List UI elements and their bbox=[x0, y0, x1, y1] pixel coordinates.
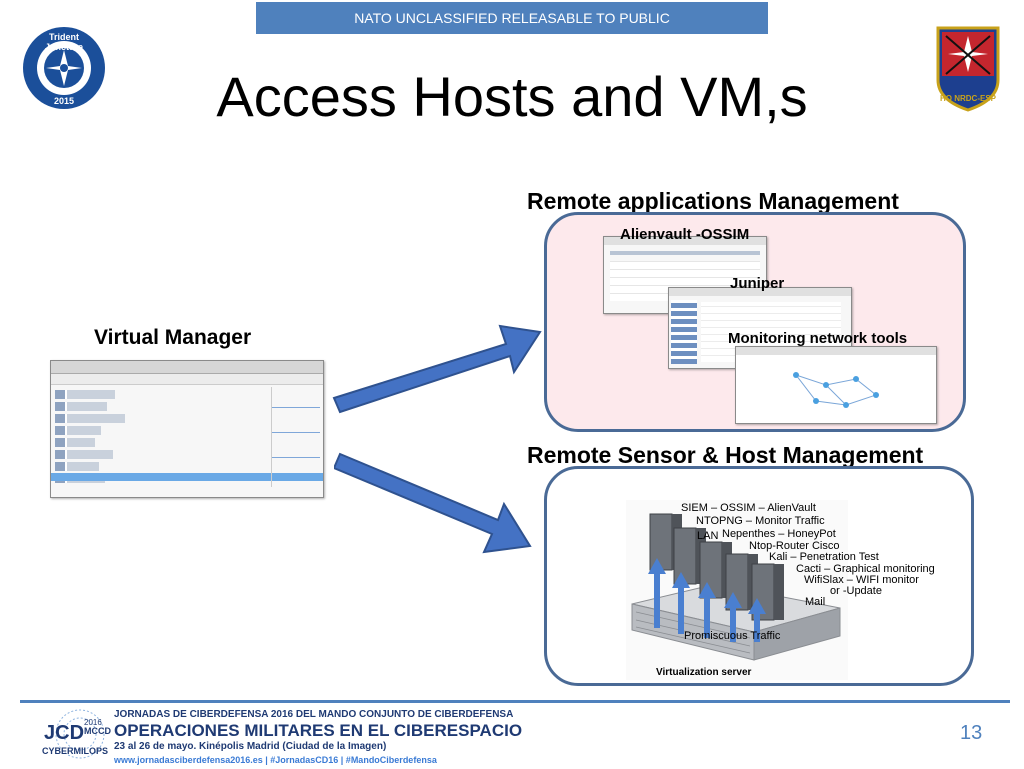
logo-top-text: Trident Juncture bbox=[44, 32, 83, 52]
footer-line-dates: 23 al 26 de mayo. Kinépolis Madrid (Ciud… bbox=[114, 741, 387, 752]
footer-divider bbox=[20, 700, 1010, 703]
virtualization-server-label: Virtualization server bbox=[656, 667, 752, 678]
jcd-logo: JCD MCCD 2016 CYBERMILOPS bbox=[40, 708, 111, 764]
remote-sensor-title: Remote Sensor & Host Management bbox=[527, 442, 924, 468]
sensor-line-cacti: Cacti – Graphical monitoring bbox=[796, 563, 935, 575]
jcd-logo-year: 2016 bbox=[84, 718, 102, 727]
sensor-line-update: or -Update bbox=[830, 585, 882, 597]
footer-line-jornadas: JORNADAS DE CIBERDEFENSA 2016 DEL MANDO … bbox=[114, 709, 514, 720]
remote-apps-title: Remote applications Management bbox=[527, 188, 899, 214]
sensor-line-wifislax: WifiSlax – WIFI monitor bbox=[804, 574, 919, 586]
hq-crest-logo: HQ NRDC-ESP bbox=[934, 24, 1002, 114]
sensor-line-lan: LAN bbox=[697, 530, 719, 542]
virtualization-server-illustration bbox=[626, 500, 848, 680]
jcd-logo-mccd: MCCD bbox=[84, 726, 111, 736]
sensor-line-ntopng: NTOPNG – Monitor Traffic bbox=[696, 515, 825, 527]
virtual-manager-label: Virtual Manager bbox=[94, 326, 252, 349]
alienvault-label: Alienvault -OSSIM bbox=[620, 226, 750, 243]
sensor-line-siem: SIEM – OSSIM – AlienVault bbox=[681, 502, 816, 514]
sensor-line-nepenthes: Nepenthes – HoneyPot bbox=[722, 528, 836, 540]
jcd-logo-cybermilops: CYBERMILOPS bbox=[42, 746, 109, 756]
sensor-line-kali: Kali – Penetration Test bbox=[769, 551, 879, 563]
slide-title: Access Hosts and VM,s bbox=[216, 65, 808, 128]
page-number: 13 bbox=[960, 722, 983, 744]
arrow-to-sensors bbox=[334, 452, 532, 554]
trident-juncture-logo: Trident Juncture 2015 bbox=[22, 26, 106, 110]
monitoring-tools-label: Monitoring network tools bbox=[728, 330, 908, 347]
virtual-manager-screenshot bbox=[50, 360, 324, 498]
footer-line-operaciones: OPERACIONES MILITARES EN EL CIBERESPACIO bbox=[114, 721, 523, 740]
sensor-line-mail: Mail bbox=[805, 596, 826, 608]
crest-text: HQ NRDC-ESP bbox=[939, 94, 996, 103]
classification-banner: NATO UNCLASSIFIED RELEASABLE TO PUBLIC bbox=[256, 2, 768, 34]
promiscuous-traffic-label: Promiscuous Traffic bbox=[684, 630, 781, 642]
logo-year-text: 2015 bbox=[53, 96, 75, 106]
monitoring-screenshot bbox=[735, 346, 937, 424]
juniper-label: Juniper bbox=[730, 275, 785, 292]
arrow-to-apps bbox=[332, 324, 542, 414]
footer-line-links: www.jornadasciberdefensa2016.es | #Jorna… bbox=[114, 755, 437, 765]
sensor-line-ntop-router: Ntop-Router Cisco bbox=[749, 540, 840, 552]
jcd-logo-text: JCD bbox=[44, 722, 85, 744]
